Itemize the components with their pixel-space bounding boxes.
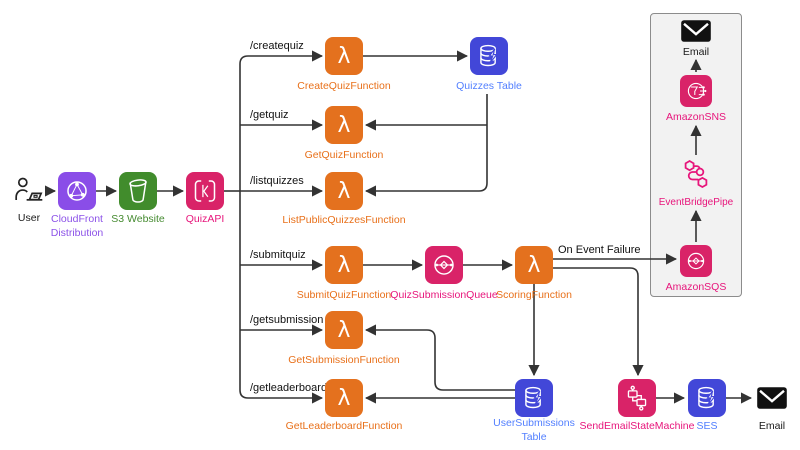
amazon-sqs-label: AmazonSQS: [665, 281, 727, 293]
cloudfront-icon: [58, 172, 96, 210]
get-quiz-function-label: GetQuizFunction: [304, 149, 384, 161]
amazon-sns-label: AmazonSNS: [665, 111, 727, 123]
dynamodb-table-icon: [515, 379, 553, 417]
eventbridge-pipe-label: EventBridgePipe: [658, 197, 734, 208]
quizapi-label: QuizAPI: [185, 213, 225, 225]
lambda-icon: λ: [325, 172, 363, 210]
scoring-function-label: ScoringFunction: [496, 289, 572, 301]
route-getleaderboard: /getleaderboard: [250, 382, 328, 394]
sqs-icon: [680, 245, 712, 277]
route-createquiz: /createquiz: [250, 40, 304, 52]
eventbridge-pipe-icon: [680, 158, 712, 190]
lambda-icon: λ: [325, 311, 363, 349]
step-functions-icon: [618, 379, 656, 417]
email-label: Email: [758, 420, 786, 432]
user-submissions-table-label: UserSubmissions Table: [493, 417, 575, 443]
svg-text:λ: λ: [338, 253, 351, 278]
quizzes-table-label: Quizzes Table: [456, 80, 522, 92]
s3-label: S3 Website: [111, 213, 165, 225]
svg-text:λ: λ: [338, 44, 351, 69]
svg-text:λ: λ: [528, 253, 541, 278]
route-submitquiz: /submitquiz: [250, 249, 306, 261]
lambda-icon: λ: [515, 246, 553, 284]
route-getsubmission: /getsubmission: [250, 314, 324, 326]
api-gateway-icon: [186, 172, 224, 210]
svg-text:λ: λ: [338, 113, 351, 138]
s3-bucket-icon: [119, 172, 157, 210]
svg-text:λ: λ: [338, 386, 351, 411]
email-icon: [756, 386, 788, 410]
lambda-icon: λ: [325, 106, 363, 144]
email-label: Email: [682, 46, 710, 58]
get-submission-function-label: GetSubmissionFunction: [288, 354, 400, 366]
lambda-icon: λ: [325, 379, 363, 417]
route-listquizzes: /listquizzes: [250, 175, 304, 187]
send-email-state-machine-label: SendEmailStateMachine: [579, 420, 695, 432]
cloudfront-label: CloudFront Distribution: [50, 213, 104, 239]
lambda-icon: λ: [325, 37, 363, 75]
quiz-submission-queue-label: QuizSubmissionQueue: [390, 289, 498, 301]
svg-text:λ: λ: [338, 179, 351, 204]
route-getquiz: /getquiz: [250, 109, 289, 121]
list-public-quizzes-function-label: ListPublicQuizzesFunction: [282, 214, 406, 226]
svg-text:λ: λ: [338, 318, 351, 343]
lambda-icon: λ: [325, 246, 363, 284]
user-label: User: [17, 212, 41, 224]
user-icon: [10, 172, 48, 210]
get-leaderboard-function-label: GetLeaderboardFunction: [285, 420, 403, 432]
email-icon: [680, 19, 712, 43]
sns-icon: [680, 75, 712, 107]
ses-icon: [688, 379, 726, 417]
sqs-queue-icon: [425, 246, 463, 284]
on-event-failure-label: On Event Failure: [558, 244, 641, 256]
dynamodb-table-icon: [470, 37, 508, 75]
submit-quiz-function-label: SubmitQuizFunction: [296, 289, 392, 301]
create-quiz-function-label: CreateQuizFunction: [297, 80, 391, 92]
ses-label: SES: [696, 420, 718, 432]
